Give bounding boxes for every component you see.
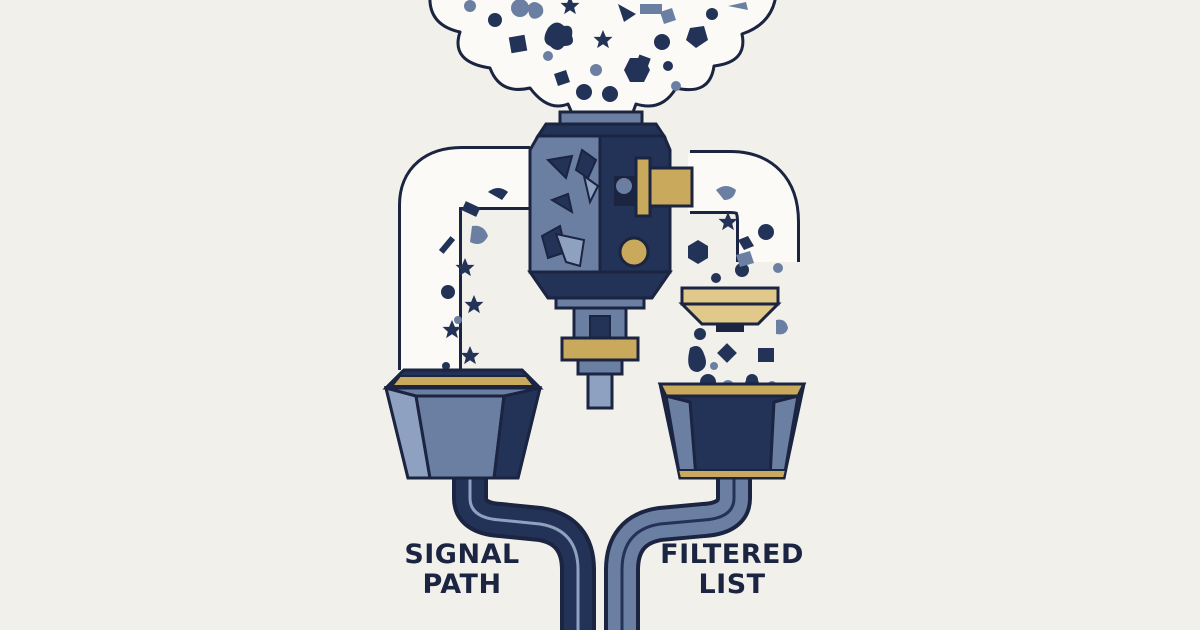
- particle-cloud-icon: [428, 0, 777, 122]
- signal-path-label-line2: PATH: [422, 569, 502, 600]
- right-filtered-bin-icon: [657, 374, 807, 480]
- left-pipe-icon: [398, 146, 530, 372]
- filtered-list-label: FILTERED LIST: [652, 540, 812, 600]
- signal-path-label: SIGNAL PATH: [392, 540, 532, 600]
- filtered-list-label-line2: LIST: [698, 569, 766, 600]
- right-pipe-icon: [688, 150, 800, 283]
- left-hexagonal-bin-icon: [382, 368, 544, 480]
- split-outflow-pipes-icon: [452, 476, 752, 630]
- signal-path-label-line1: SIGNAL: [404, 539, 520, 570]
- gold-filter-funnel-icon: [678, 286, 788, 386]
- filtered-list-label-line1: FILTERED: [660, 539, 804, 570]
- processor-machine-icon: [527, 110, 694, 410]
